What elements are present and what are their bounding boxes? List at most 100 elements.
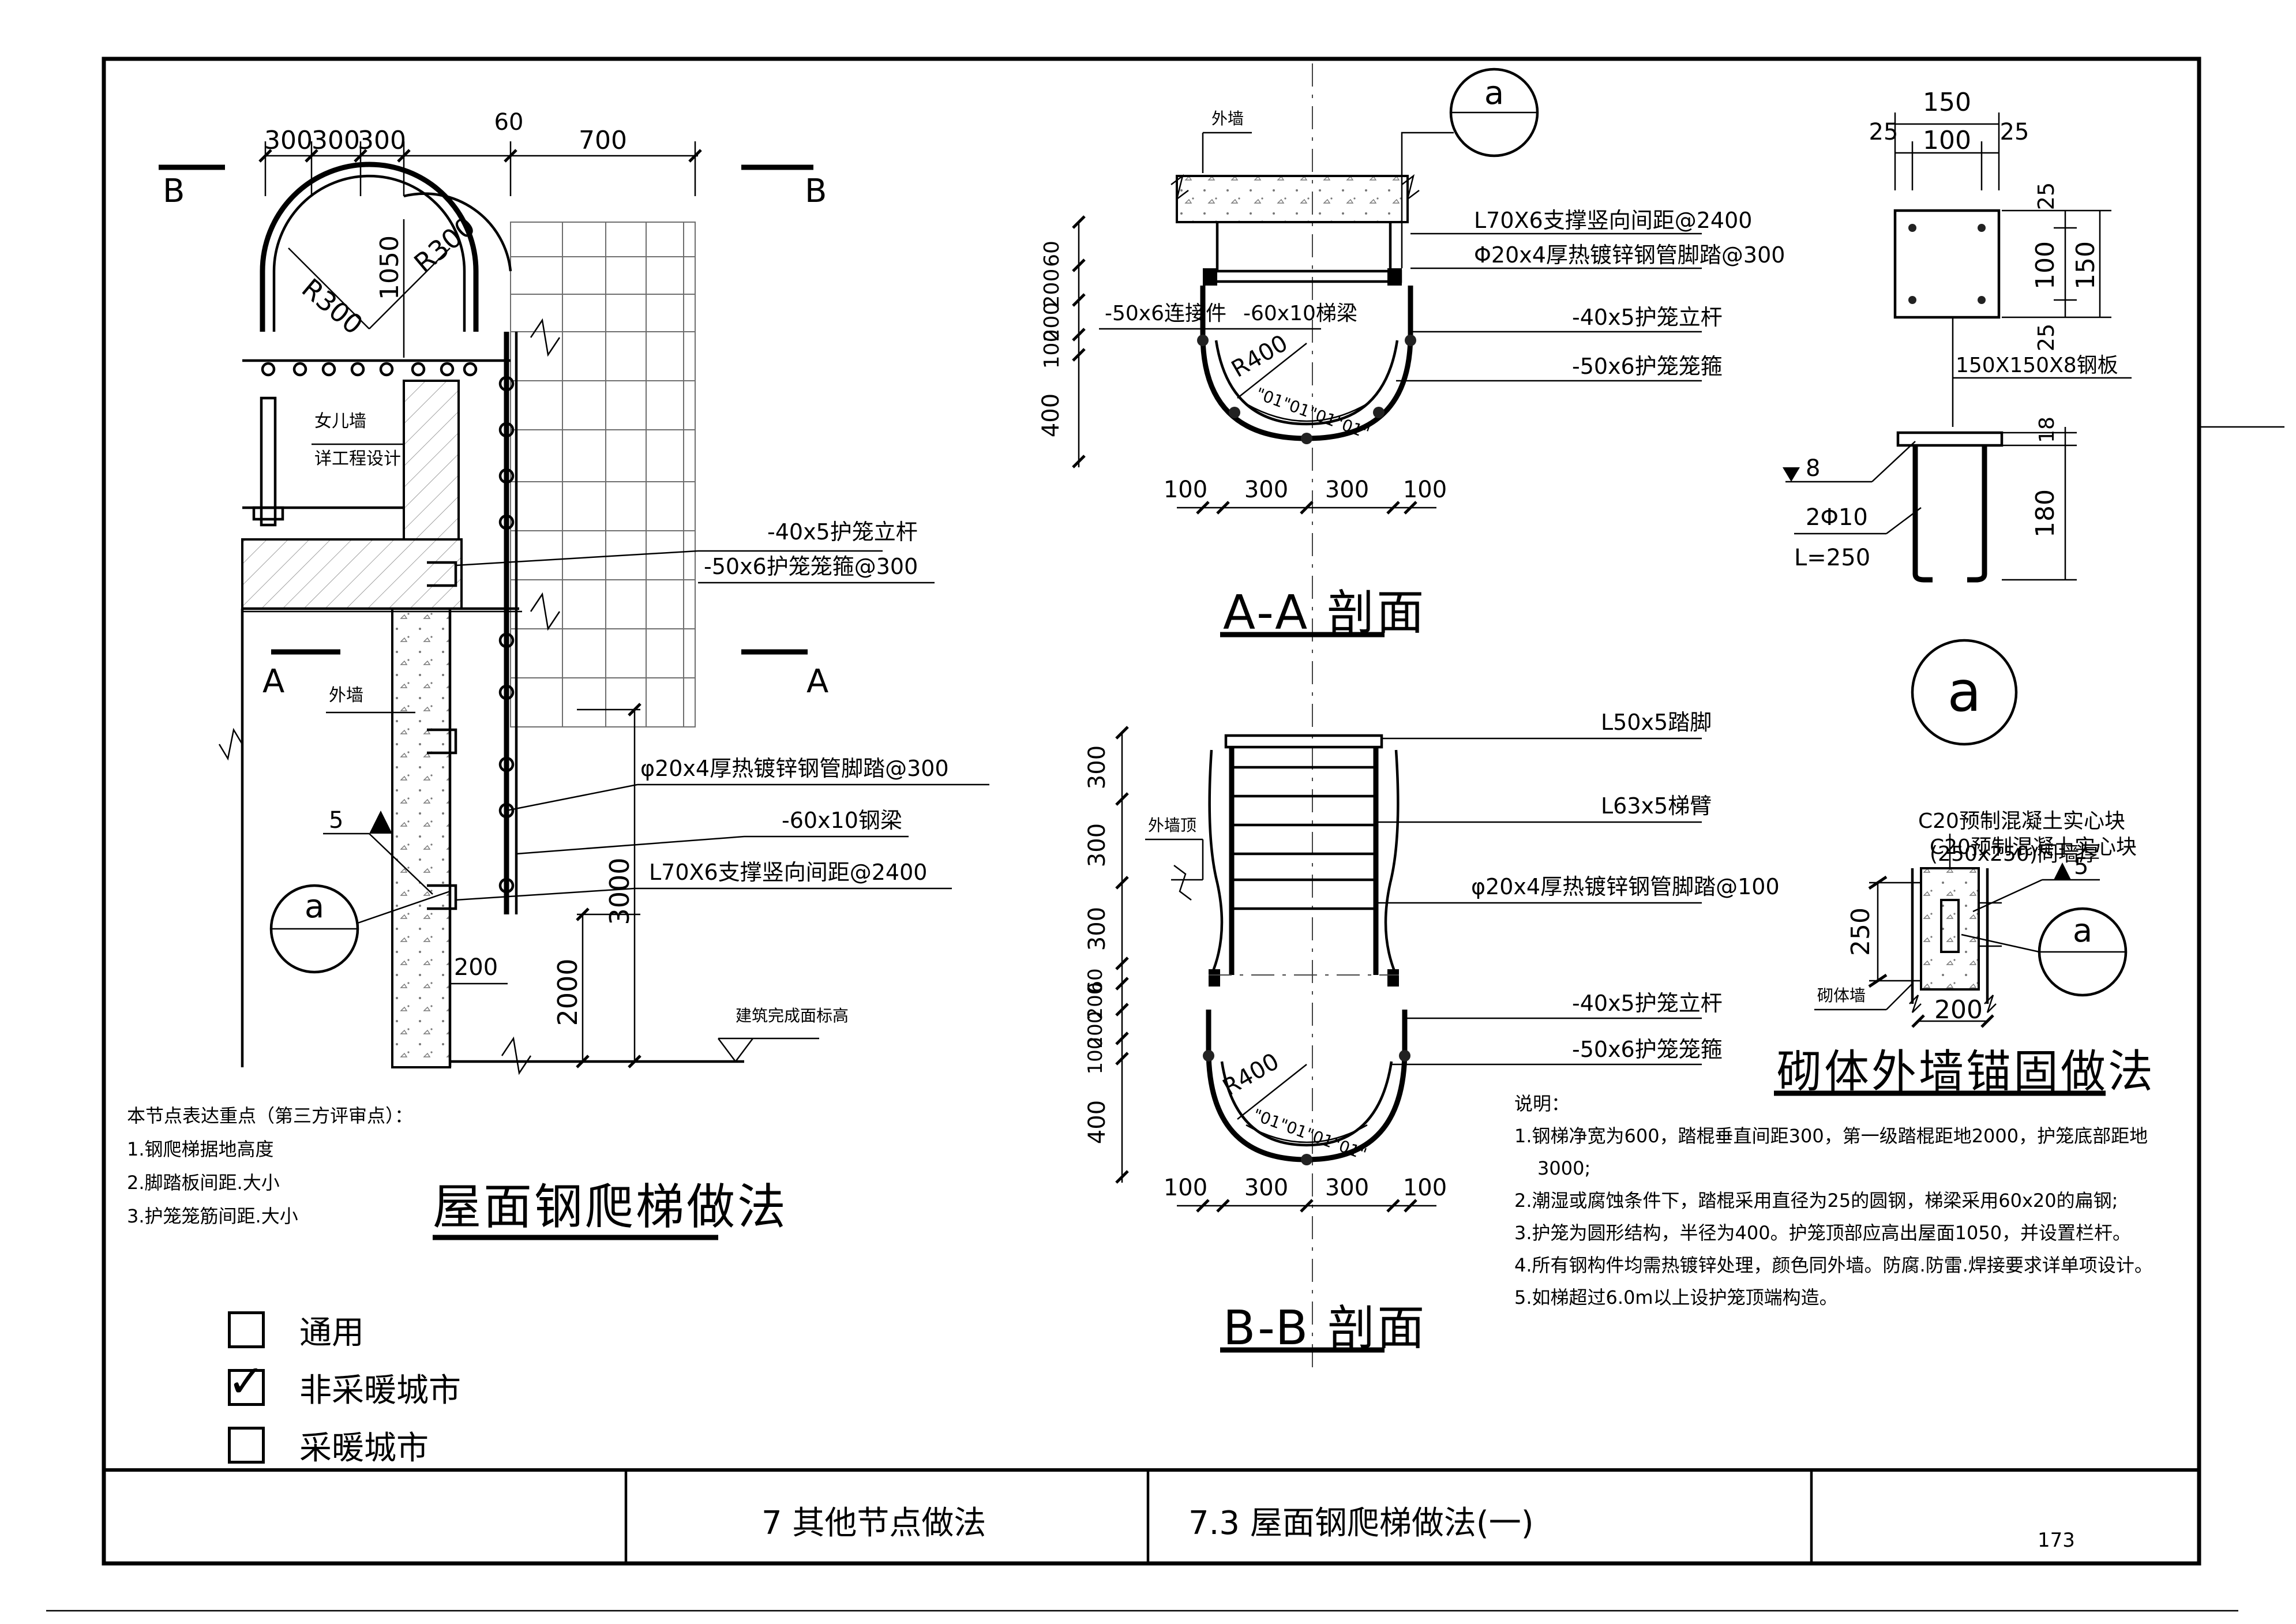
masonry-dim-250: 250 [1846,907,1875,956]
bb-callout-post: -40x5护笼立杆 [1572,991,1723,1016]
ext-wall-label: 外墙 [329,685,363,706]
aa-bdim-300a: 300 [1244,477,1288,503]
plate-dim-25-r2: 25 [2034,324,2059,351]
title-masonry-anchor: 砌体外墙锚固做法 [1777,1046,2156,1098]
masonry-wall-label: 砌体墙 [1817,986,1866,1005]
plate-dim-18: 18 [2035,417,2059,443]
bb-callout-arm: L63x5梯臂 [1601,793,1712,819]
notes-left-item-2: 2.脚踏板间距.大小 [127,1172,280,1194]
climate-legend: 通用 ✓ 非采暖城市 采暖城市 [227,1301,461,1474]
callout-support: L70X6支撑竖向间距@2400 [649,860,927,885]
callout-rung: φ20x4厚热镀锌钢管脚踏@300 [640,756,949,781]
dim-top-300-b: 300 [312,126,360,155]
dim-200-elev: 200 [454,954,498,981]
top-dim-ticks [258,149,702,163]
plate-bar-label: 2Φ10 [1806,504,1868,531]
plate-detail-ref [1911,639,2018,746]
callout-cage-hoop: -50x6护笼笼箍@300 [704,554,918,579]
bb-callout-hoop: -50x6护笼笼箍 [1572,1037,1723,1062]
bb-bdim-300a: 300 [1244,1175,1288,1201]
title-section-aa: A-A 剖面 [1223,586,1427,640]
checkbox-general[interactable] [228,1311,265,1348]
notes-left: 本节点表达重点（第三方评审点）： 1.钢爬梯据地高度 2.脚踏板间距.大小 3.… [127,1099,413,1233]
dim-1050: 1050 [375,235,404,300]
bb-radius: R400 [1218,1048,1284,1101]
section-aa: R400 "01"01"01"01" 外墙 a L70X6支撑竖向间距@2400… [1038,67,1785,637]
notes-left-item-1: 1.钢爬梯据地高度 [127,1138,274,1160]
title-section-bb: B-B 剖面 [1223,1301,1427,1356]
notes-right-item-5: 5.如梯超过6.0m以上设护笼顶端构造。 [1514,1287,1838,1308]
notes-right-item-3: 3.护笼为圆形结构，半径为400。护笼顶部应高出屋面1050，并设置栏杆。 [1514,1222,2132,1244]
notes-right-item-4: 4.所有钢构件均需热镀锌处理，颜色同外墙。防腐.防雷.焊接要求详单项设计。 [1514,1254,2153,1276]
finish-level-label: 建筑完成面标高 [736,1006,849,1025]
aa-rung [1209,269,1402,283]
cut-b-left: B [163,172,185,210]
dim-2000: 2000 [552,958,583,1026]
plate-dim-25-r1: 25 [2034,182,2059,210]
cage-top-arc [260,162,479,332]
bb-callout-rung: φ20x4厚热镀锌钢管脚踏@100 [1471,874,1780,899]
cage-grid [510,222,696,727]
aa-callout-post: -40x5护笼立杆 [1572,305,1723,330]
notes-right: 说明： 1.钢梯净宽为600，踏棍垂直间距300，第一级踏棍距地2000，护笼底… [1514,1087,2184,1314]
masonry-block-line2: (250x250)同墙厚 [1930,842,2100,866]
legend-row-general[interactable]: 通用 [228,1301,461,1359]
legend-label-non-heating: 非采暖城市 [299,1371,461,1409]
cage-top-arc-right [403,192,512,272]
cut-a-right: A [806,663,828,700]
bb-hdim-ticks [1196,1199,1417,1213]
plate-detail-ref-letter: a [1948,659,1982,724]
check-mark-icon: ✓ [227,1356,265,1408]
cut-a-left: A [262,663,284,700]
checkbox-non-heating[interactable]: ✓ [227,1359,265,1406]
aa-bdim-300b: 300 [1325,477,1369,503]
aa-dim-60: 60 [1040,241,1064,267]
bb-dim-60: 60 [1084,968,1107,993]
aa-radius: R400 [1227,330,1292,383]
masonry-detail: C20预制混凝土实心块 C20预制混凝土实心块 C20预制混凝土实心块 (250… [1774,809,2137,1096]
bb-ext-wall: 外墙顶 [1148,816,1196,835]
bb-dim-100: 100 [1084,1037,1107,1075]
bb-callout-tread: L50x5踏脚 [1601,710,1712,735]
aa-ext-wall: 外墙 [1211,109,1244,128]
cage-top-arc-inner [272,174,466,332]
aa-callout-support: L70X6支撑竖向间距@2400 [1474,208,1752,233]
masonry-block-1: C20预制混凝土实心块 [1930,835,2137,859]
notes-right-item-2: 2.潮湿或腐蚀条件下，踏棍采用直径为25的圆钢，梯梁采用60x20的扁钢; [1514,1190,2118,1212]
masonry-detail-ref-letter: a [2073,912,2092,950]
bb-dim-300c: 300 [1084,907,1111,951]
legend-row-heating[interactable]: 采暖城市 [228,1416,461,1474]
legend-row-non-heating[interactable]: ✓ 非采暖城市 [227,1359,461,1416]
aa-detail-ref-letter: a [1484,74,1504,112]
notes-right-item-1: 1.钢梯净宽为600，踏棍垂直间距300，第一级踏棍距地2000，护笼底部距地3… [1514,1125,2148,1179]
parapet-note-1: 女儿墙 [314,411,366,432]
callout-cage-post: -40x5护笼立杆 [767,519,918,545]
plate-dim-150-right: 150 [2071,241,2100,290]
aa-callout-rung: Φ20x4厚热镀锌钢管脚踏@300 [1474,242,1785,268]
bb-treads [1232,766,1376,910]
weld-size-5: 5 [329,807,343,834]
legend-label-general: 通用 [299,1314,364,1352]
aa-inner-beam: -60x10梯梁 [1243,302,1357,325]
aa-bdim-100b: 100 [1403,477,1447,503]
bb-dim-400: 400 [1084,1100,1111,1144]
parapet-note-2: 详工程设计 [314,449,401,469]
roof-slab [241,538,463,610]
aa-callout-hoop: -50x6护笼笼箍 [1572,354,1723,379]
dim-top-300-a: 300 [264,126,313,155]
aa-vdim-ticks [1072,215,1086,468]
aa-dim-400: 400 [1038,393,1064,437]
masonry-weld-5: 5 [2074,853,2088,880]
title-bar-chapter: 7 其他节点做法 [761,1505,986,1542]
plate-weld-8: 8 [1806,455,1820,482]
radius-left: R300 [296,272,369,340]
bb-vdim-ticks [1115,726,1129,1184]
plate-dim-25-right: 25 [2000,119,2029,145]
legend-label-heating: 采暖城市 [299,1429,429,1467]
plate-dim-100-top: 100 [1923,126,1971,155]
callout-beam: -60x10钢梁 [782,808,902,833]
aa-dim-100: 100 [1040,329,1064,369]
checkbox-heating[interactable] [228,1427,265,1464]
aa-bdim-100a: 100 [1164,477,1207,503]
